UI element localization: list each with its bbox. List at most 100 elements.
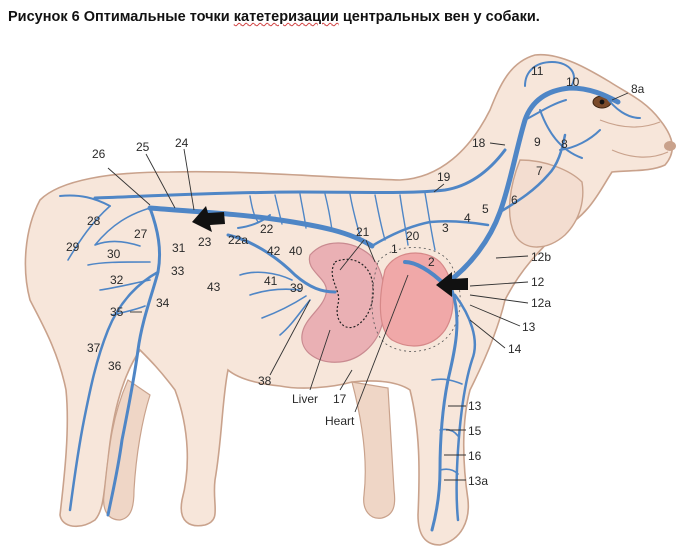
dog-muzzle bbox=[599, 119, 669, 158]
label-27: 27 bbox=[134, 227, 148, 241]
label-5: 5 bbox=[482, 202, 489, 216]
label-10: 10 bbox=[566, 75, 580, 89]
lead-24 bbox=[183, 148, 195, 211]
lead-8a bbox=[611, 92, 629, 101]
label-38: 38 bbox=[258, 374, 272, 388]
liver-inner-dotted bbox=[331, 258, 374, 329]
label-35: 35 bbox=[110, 305, 124, 319]
label-17: 17 bbox=[333, 392, 347, 406]
lead-17 bbox=[339, 369, 353, 391]
head-vein-2 bbox=[524, 61, 641, 119]
label-20: 20 bbox=[406, 229, 420, 243]
label-25: 25 bbox=[136, 140, 150, 154]
label-14: 14 bbox=[508, 342, 522, 356]
hind-limb-branches bbox=[67, 205, 151, 316]
lead-14 bbox=[469, 319, 506, 349]
lead-12b bbox=[495, 255, 529, 259]
label-36: 36 bbox=[108, 359, 122, 373]
lead-12a bbox=[469, 294, 529, 304]
label-24: 24 bbox=[175, 136, 189, 150]
anatomy-labels: 8a 11 10 9 8 7 18 6 5 4 3 19 24 25 26 28… bbox=[66, 64, 645, 488]
cephalic-vein bbox=[430, 288, 459, 532]
label-4: 4 bbox=[464, 211, 471, 225]
label-22a: 22a bbox=[228, 233, 248, 247]
saphenous-vein bbox=[68, 270, 160, 512]
label-30: 30 bbox=[107, 247, 121, 261]
lead-13 bbox=[469, 304, 521, 327]
leader-lines bbox=[107, 92, 629, 481]
caption-underlined-word: катетеризации bbox=[233, 9, 339, 25]
lead-liver bbox=[309, 329, 331, 391]
head-vein-1 bbox=[524, 99, 601, 159]
label-43: 43 bbox=[207, 280, 221, 294]
label-7: 7 bbox=[536, 164, 543, 178]
label-12a: 12a bbox=[531, 296, 551, 310]
label-34: 34 bbox=[156, 296, 170, 310]
label-12: 12 bbox=[531, 275, 545, 289]
label-29: 29 bbox=[66, 240, 80, 254]
lead-21 bbox=[339, 239, 376, 271]
label-39: 39 bbox=[290, 281, 304, 295]
label-40: 40 bbox=[289, 244, 303, 258]
heart-outline-dotted bbox=[371, 247, 461, 352]
label-liver: Liver bbox=[292, 392, 318, 406]
jugular-vein bbox=[445, 85, 621, 285]
lead-18 bbox=[489, 142, 506, 146]
vena-cava-caudal bbox=[147, 205, 375, 249]
label-13a: 13a bbox=[468, 474, 488, 488]
caption-prefix: Рисунок 6 Оптимальные точки bbox=[8, 9, 234, 25]
label-31: 31 bbox=[172, 241, 186, 255]
figure-caption: Рисунок 6 Оптимальные точки катетеризаци… bbox=[8, 6, 678, 30]
label-41: 41 bbox=[264, 274, 278, 288]
label-heart: Heart bbox=[325, 414, 355, 428]
liver-shape bbox=[301, 242, 386, 363]
label-13b: 13 bbox=[468, 399, 482, 413]
dog-fore-leg-far bbox=[351, 381, 396, 519]
tail-vein bbox=[59, 194, 111, 207]
catheterization-arrows bbox=[192, 206, 468, 297]
label-26: 26 bbox=[92, 147, 106, 161]
lead-38 bbox=[269, 299, 311, 376]
lead-19 bbox=[433, 183, 445, 193]
label-6: 6 bbox=[511, 193, 518, 207]
label-28: 28 bbox=[87, 214, 101, 228]
label-37: 37 bbox=[87, 341, 101, 355]
label-23: 23 bbox=[198, 235, 212, 249]
lead-26 bbox=[107, 167, 151, 206]
facial-vein bbox=[498, 133, 567, 214]
dog-pupil bbox=[599, 99, 605, 105]
arrow-cranial-vena-cava bbox=[436, 272, 468, 297]
renal-vein bbox=[237, 214, 271, 229]
lead-25 bbox=[145, 153, 176, 209]
label-16: 16 bbox=[468, 449, 482, 463]
mesenteric-veins bbox=[239, 271, 311, 336]
label-18: 18 bbox=[472, 136, 486, 150]
label-9: 9 bbox=[534, 135, 541, 149]
label-13: 13 bbox=[522, 320, 536, 334]
label-32: 32 bbox=[110, 273, 124, 287]
lead-12 bbox=[469, 281, 529, 287]
label-33: 33 bbox=[171, 264, 185, 278]
heart-shape bbox=[379, 252, 454, 347]
arrow-caudal-vena-cava bbox=[192, 206, 225, 232]
label-11: 11 bbox=[531, 64, 544, 78]
vein-network bbox=[59, 61, 641, 532]
label-1: 1 bbox=[391, 242, 398, 256]
label-22: 22 bbox=[260, 222, 274, 236]
label-3: 3 bbox=[442, 221, 449, 235]
fore-limb-branches bbox=[431, 378, 463, 475]
dog-nose bbox=[664, 141, 676, 151]
lead-heart bbox=[354, 274, 409, 413]
brachial-vein bbox=[453, 293, 477, 522]
label-19: 19 bbox=[437, 170, 451, 184]
label-42: 42 bbox=[267, 244, 281, 258]
dorsal-vein bbox=[93, 148, 507, 200]
label-2: 2 bbox=[428, 255, 435, 269]
caption-suffix: центральных вен у собаки. bbox=[338, 9, 540, 25]
portal-vein bbox=[226, 233, 337, 294]
label-12b: 12b bbox=[531, 250, 551, 264]
label-15: 15 bbox=[468, 424, 482, 438]
dog-venous-anatomy-diagram: 8a 11 10 9 8 7 18 6 5 4 3 19 24 25 26 28… bbox=[24, 53, 676, 546]
femoral-vein bbox=[106, 206, 162, 517]
dog-ear bbox=[508, 159, 584, 248]
